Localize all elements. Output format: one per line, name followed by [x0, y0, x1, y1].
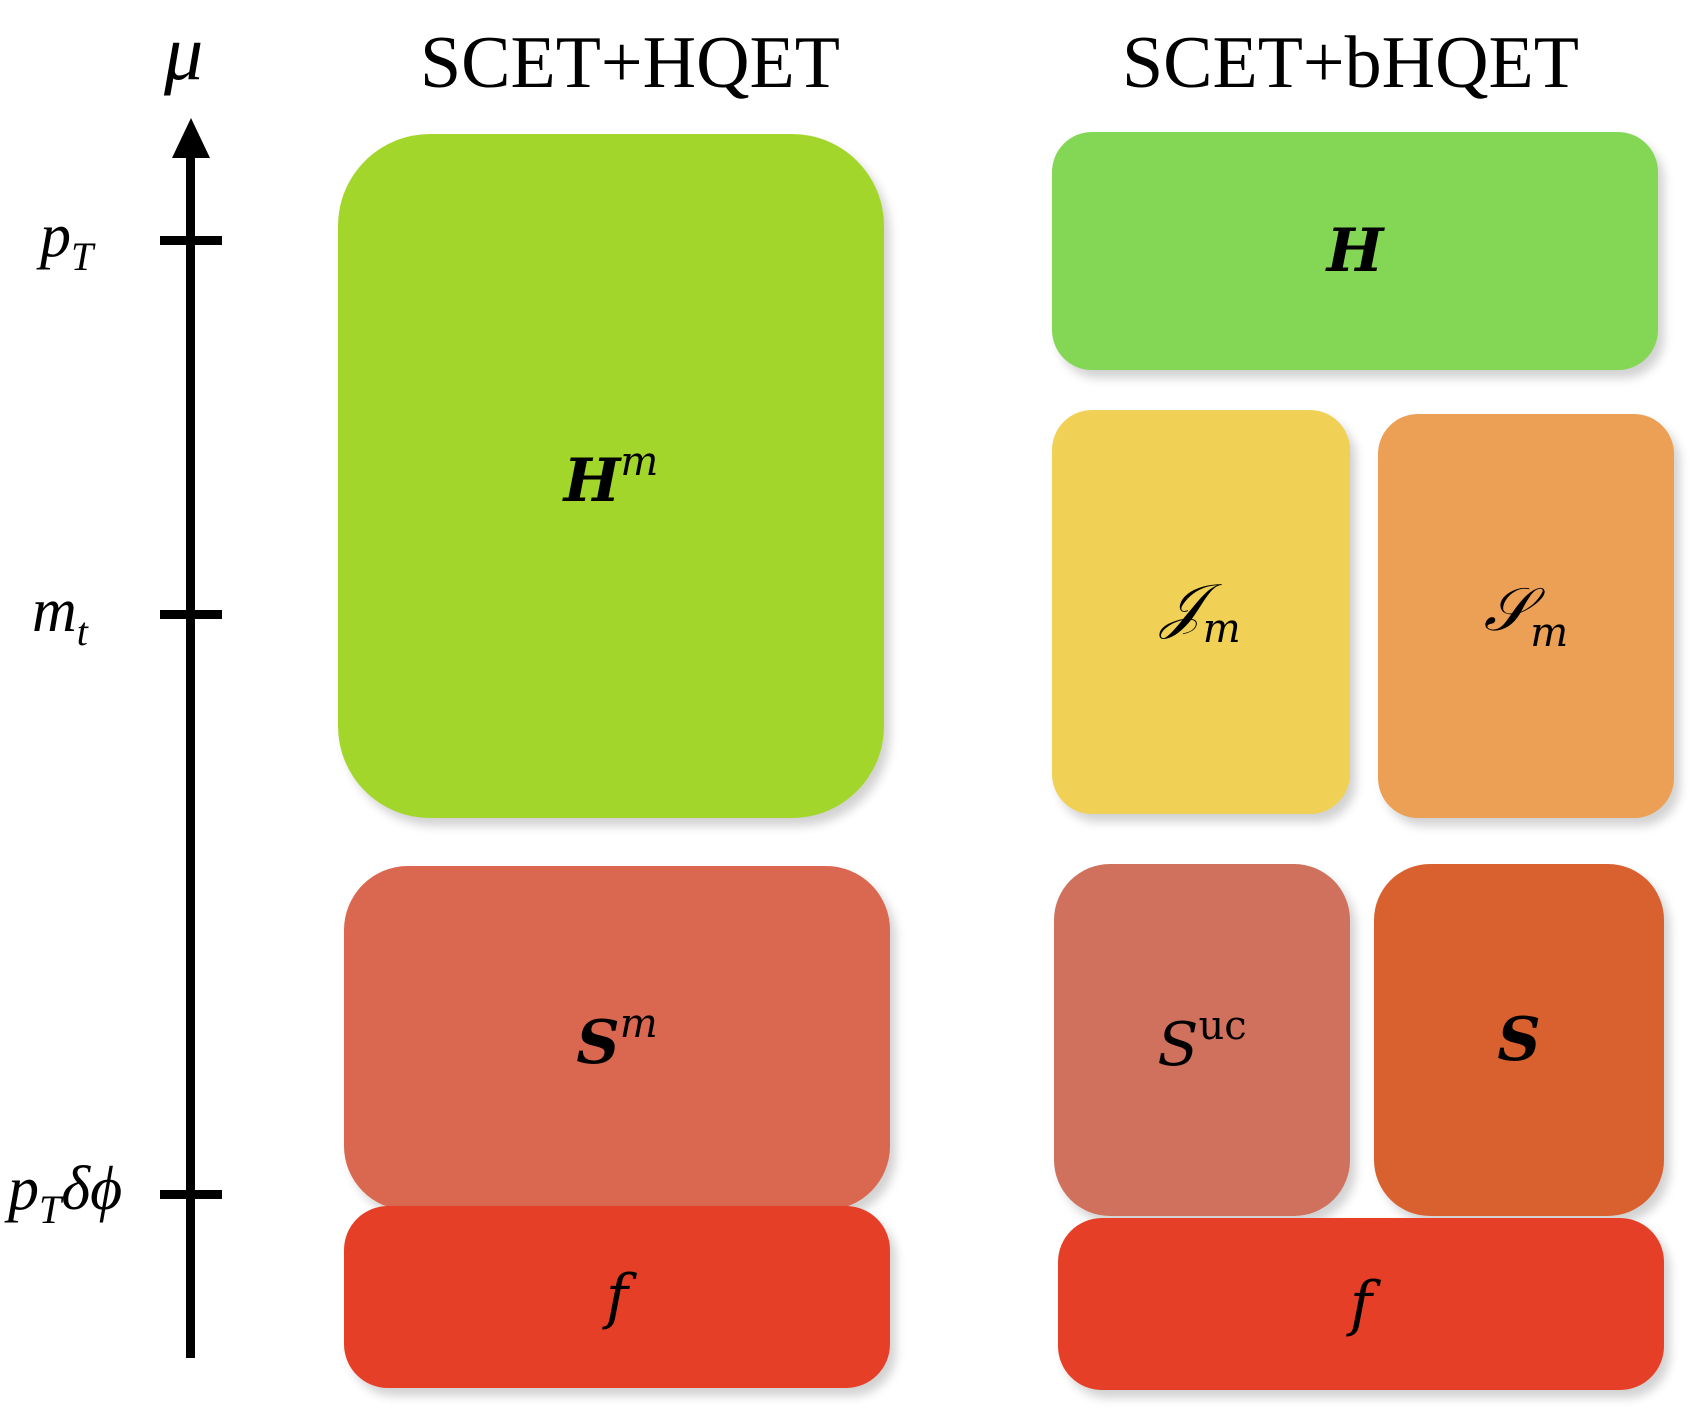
soft-function-suc-box: Suc [1054, 864, 1350, 1216]
hard-function-hm-box: Hm [338, 134, 884, 818]
soft-function-script-sm-box: 𝒮m [1378, 414, 1674, 818]
tick-pt [160, 236, 222, 245]
scale-axis [186, 148, 195, 1358]
soft-function-s-box: S [1374, 864, 1664, 1216]
scet-bhqet-title: SCET+bHQET [1122, 22, 1579, 104]
f-label-left: f [605, 1262, 629, 1332]
tick-mt [160, 610, 222, 619]
tick-label-mt: mt [32, 577, 88, 654]
suc-label: Suc [1157, 1002, 1247, 1080]
sm-label: Sm [576, 1000, 658, 1078]
h-label: H [1326, 216, 1384, 286]
soft-function-sm-box: Sm [344, 866, 890, 1210]
scet-hqet-title: SCET+HQET [420, 22, 840, 104]
pdf-f-box-left: f [344, 1206, 890, 1388]
jm-label: 𝒥m [1161, 570, 1241, 652]
f-label-right: f [1349, 1269, 1373, 1339]
hm-label: Hm [563, 438, 659, 516]
hard-function-h-box: H [1052, 132, 1658, 370]
pdf-f-box-right: f [1058, 1218, 1664, 1390]
tick-label-pt-delta-phi: pTδϕ [8, 1155, 123, 1232]
s-label: S [1497, 1005, 1541, 1075]
jet-function-jm-box: 𝒥m [1052, 410, 1350, 814]
tick-pt-delta-phi [160, 1190, 222, 1199]
tick-label-pt: pT [40, 202, 94, 279]
mu-axis-label: μ [164, 9, 204, 96]
script-sm-label: 𝒮m [1483, 574, 1569, 656]
